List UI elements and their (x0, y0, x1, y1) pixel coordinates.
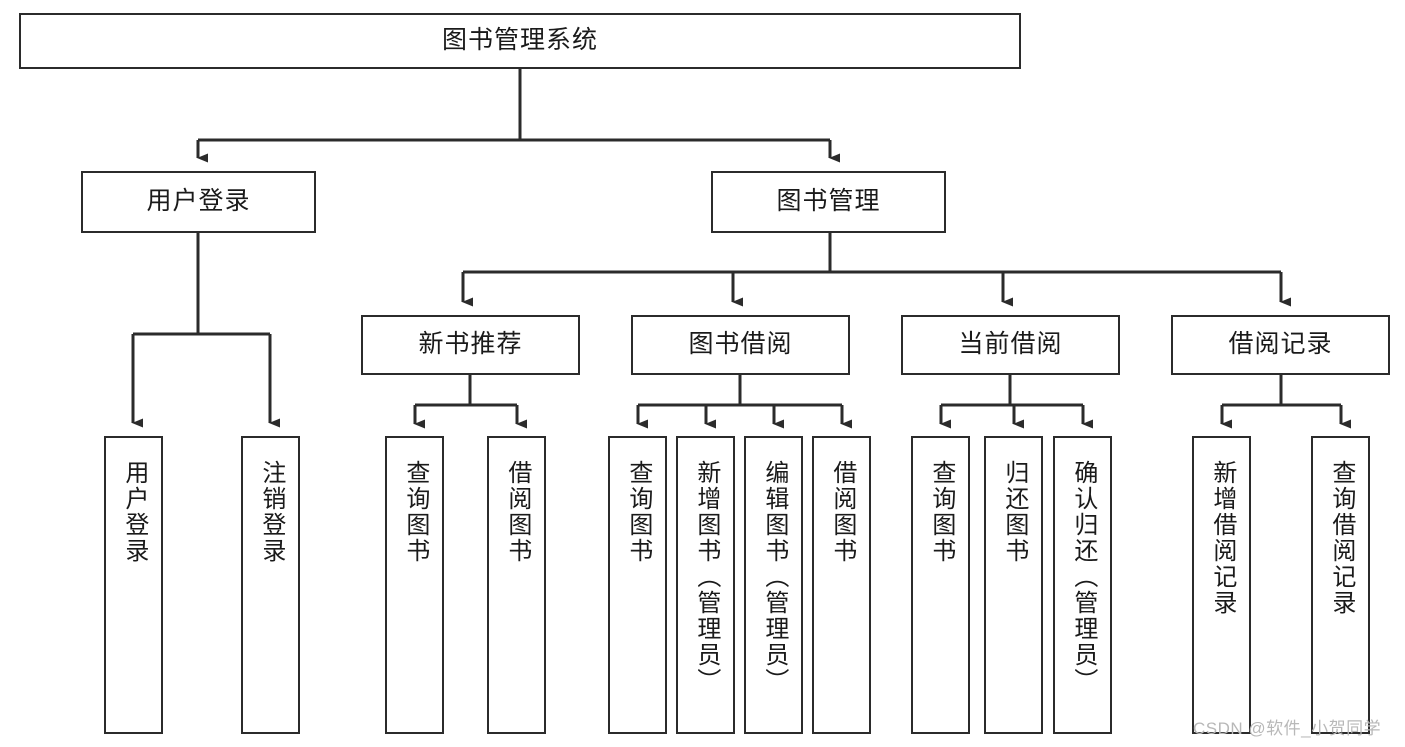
node-borrow-record-label: 借阅记录 (1228, 330, 1333, 359)
node-book-manage-label: 图书管理 (776, 187, 881, 216)
node-leaf-cur-confirm-label: 确认归还（管理员） (1069, 460, 1097, 694)
node-leaf-cur-return[interactable]: 归还图书 (984, 436, 1043, 734)
node-leaf-cur-query[interactable]: 查询图书 (911, 436, 970, 734)
node-leaf-borrow-edit[interactable]: 编辑图书（管理员） (744, 436, 803, 734)
node-leaf-borrow-edit-label: 编辑图书（管理员） (760, 460, 788, 694)
node-leaf-rec-query-label: 查询图书 (401, 460, 429, 564)
node-leaf-rec-search-label: 查询借阅记录 (1327, 460, 1355, 616)
node-leaf-rec-add[interactable]: 新增借阅记录 (1192, 436, 1251, 734)
node-leaf-user-login[interactable]: 用户登录 (104, 436, 163, 734)
node-current-borrow[interactable]: 当前借阅 (901, 315, 1120, 375)
node-leaf-borrow-add[interactable]: 新增图书（管理员） (676, 436, 735, 734)
node-borrow-record[interactable]: 借阅记录 (1171, 315, 1390, 375)
node-leaf-cur-confirm[interactable]: 确认归还（管理员） (1053, 436, 1112, 734)
node-current-borrow-label: 当前借阅 (958, 330, 1063, 359)
node-leaf-cur-return-label: 归还图书 (1000, 460, 1028, 564)
node-leaf-rec-add-label: 新增借阅记录 (1208, 460, 1236, 616)
node-book-borrow-label: 图书借阅 (688, 330, 793, 359)
node-leaf-rec-borrow-label: 借阅图书 (503, 460, 531, 564)
node-leaf-user-logout-label: 注销登录 (257, 460, 285, 564)
node-root[interactable]: 图书管理系统 (19, 13, 1021, 69)
node-leaf-borrow-lend-label: 借阅图书 (828, 460, 856, 564)
node-leaf-user-login-label: 用户登录 (120, 460, 148, 564)
node-leaf-user-logout[interactable]: 注销登录 (241, 436, 300, 734)
node-leaf-borrow-lend[interactable]: 借阅图书 (812, 436, 871, 734)
node-leaf-borrow-query[interactable]: 查询图书 (608, 436, 667, 734)
node-leaf-rec-query[interactable]: 查询图书 (385, 436, 444, 734)
node-book-manage[interactable]: 图书管理 (711, 171, 946, 233)
node-leaf-rec-borrow[interactable]: 借阅图书 (487, 436, 546, 734)
csdn-watermark: CSDN @软件_小贺同学 (1193, 719, 1382, 738)
node-leaf-borrow-query-label: 查询图书 (624, 460, 652, 564)
node-new-book-rec-label: 新书推荐 (418, 330, 523, 359)
node-user-login-label: 用户登录 (146, 187, 251, 216)
node-book-borrow[interactable]: 图书借阅 (631, 315, 850, 375)
node-leaf-rec-search[interactable]: 查询借阅记录 (1311, 436, 1370, 734)
node-root-label: 图书管理系统 (441, 26, 598, 55)
node-leaf-cur-query-label: 查询图书 (927, 460, 955, 564)
node-user-login[interactable]: 用户登录 (81, 171, 316, 233)
node-new-book-rec[interactable]: 新书推荐 (361, 315, 580, 375)
node-leaf-borrow-add-label: 新增图书（管理员） (692, 460, 720, 694)
